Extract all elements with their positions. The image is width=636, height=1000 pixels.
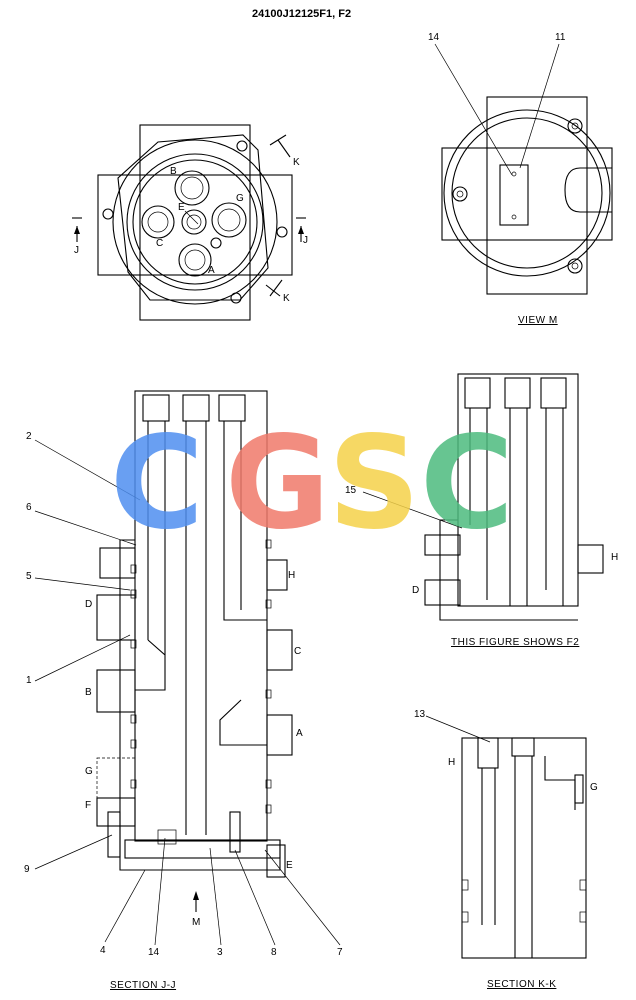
callout-1: 1 xyxy=(26,675,32,686)
port-label-g-kk: G xyxy=(590,782,598,793)
caption-section-jj: SECTION J-J xyxy=(110,980,177,991)
port-label-d-f2: D xyxy=(412,585,420,596)
callout-13: 14 xyxy=(148,947,160,958)
drawing-title: 24100J12125F1, F2 xyxy=(252,8,352,20)
port-label-b-jj: B xyxy=(85,687,92,698)
section-label-k-bottom: K xyxy=(283,293,290,304)
section-jj-drawing xyxy=(34,390,341,946)
caption-view-m: VIEW M xyxy=(518,315,558,326)
port-label-e-top: E xyxy=(178,202,185,213)
section-label-j-right: J xyxy=(303,235,308,246)
port-label-g-top: G xyxy=(236,193,244,204)
view-label-m: M xyxy=(192,917,201,928)
callout-3: 3 xyxy=(217,947,223,958)
callout-7: 7 xyxy=(337,947,343,958)
port-label-e-jj: E xyxy=(286,860,293,871)
port-label-c-top: C xyxy=(156,238,164,249)
port-label-h-jj: H xyxy=(288,570,296,581)
port-label-g-jj: G xyxy=(85,766,93,777)
callout-14: 14 xyxy=(428,32,440,43)
port-label-h-kk: H xyxy=(448,757,456,768)
port-label-d-jj: D xyxy=(85,599,93,610)
watermark-letter-c2: C xyxy=(420,409,514,558)
callout-2: 2 xyxy=(26,431,32,442)
callout-15: 15 xyxy=(345,485,357,496)
callout-6: 6 xyxy=(26,502,32,513)
watermark: C G S C xyxy=(110,420,530,570)
f2-section-drawing xyxy=(362,373,604,621)
callout-9: 9 xyxy=(24,864,30,875)
watermark-letter-s: S xyxy=(328,409,421,558)
callout-4: 4 xyxy=(100,945,106,956)
port-label-a-top: A xyxy=(208,265,215,276)
watermark-letter-g: G xyxy=(225,409,331,558)
callout-8: 8 xyxy=(271,947,277,958)
port-label-f-jj: F xyxy=(85,800,92,811)
port-label-a-jj: A xyxy=(296,728,303,739)
section-kk-drawing xyxy=(425,715,587,959)
caption-section-kk: SECTION K-K xyxy=(487,979,557,990)
watermark-letter-c1: C xyxy=(110,409,204,558)
callout-5: 5 xyxy=(26,571,32,582)
callout-12: 13 xyxy=(414,709,426,720)
section-label-k-top: K xyxy=(293,157,300,168)
view-m-drawing xyxy=(434,43,613,295)
end-view-top xyxy=(72,124,306,321)
caption-f2-note: THIS FIGURE SHOWS F2 xyxy=(451,637,580,648)
port-label-c-jj: C xyxy=(294,646,302,657)
section-label-j-left: J xyxy=(74,245,79,256)
port-label-h-f2: H xyxy=(611,552,619,563)
port-label-b-top: B xyxy=(170,166,177,177)
callout-11: 11 xyxy=(555,32,566,43)
